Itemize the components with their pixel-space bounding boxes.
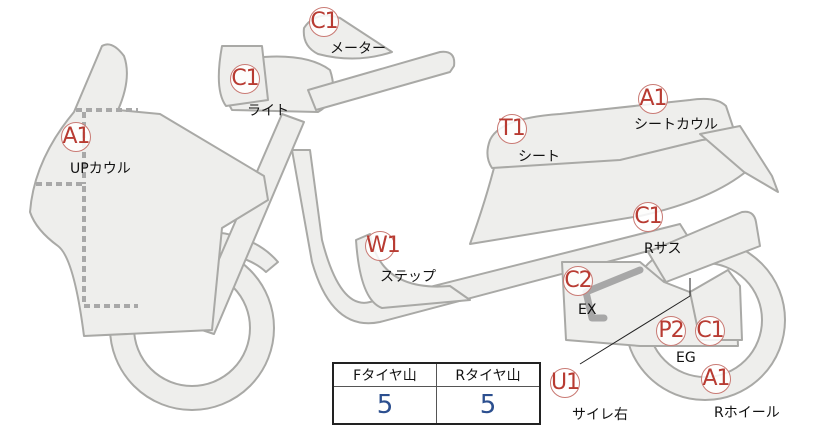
grade-badge-eg-2: C1: [695, 316, 725, 346]
grade-badge-light: C1: [230, 64, 260, 94]
grade-badge-eg-1: P2: [656, 316, 686, 346]
tread-value-rear: 5: [436, 386, 541, 425]
grade-badge-upcowl: A1: [61, 122, 91, 152]
label-light: ライト: [247, 103, 289, 119]
label-step: ステップ: [380, 269, 436, 285]
label-rwheel: Rホイール: [714, 405, 780, 421]
label-meter: メーター: [330, 41, 386, 57]
frame-floor: [291, 149, 691, 325]
label-seat: シート: [518, 149, 560, 165]
label-ex: EX: [578, 302, 597, 318]
grade-badge-seat: T1: [497, 114, 527, 144]
label-rsus: Rサス: [644, 241, 682, 257]
front-cowl: [29, 43, 269, 337]
leader-line: [579, 278, 691, 365]
tread-value-front: 5: [332, 386, 437, 425]
rear-shock: [647, 210, 761, 283]
exhaust-pipe: [582, 266, 644, 322]
grade-badge-rwheel: A1: [701, 364, 731, 394]
grade-badge-seatcowl: A1: [638, 84, 668, 114]
grade-badge-rsus: C1: [633, 202, 663, 232]
grade-badge-ex: C2: [563, 266, 593, 296]
handlebar: [307, 50, 456, 111]
label-seatcowl: シートカウル: [634, 117, 718, 133]
tire-tread-table: Fタイヤ山 Rタイヤ山 5 5: [332, 362, 541, 425]
tread-header-front: Fタイヤ山: [332, 362, 437, 387]
tail-cowl: [699, 125, 779, 193]
label-sirei: サイレ右: [572, 407, 628, 423]
grade-badge-sirei: U1: [550, 368, 580, 398]
grade-badge-step: W1: [365, 231, 401, 261]
grade-badge-meter: C1: [309, 7, 339, 37]
tread-header-rear: Rタイヤ山: [436, 362, 541, 387]
label-upcowl: UPカウル: [70, 161, 131, 177]
label-eg: EG: [676, 350, 696, 366]
